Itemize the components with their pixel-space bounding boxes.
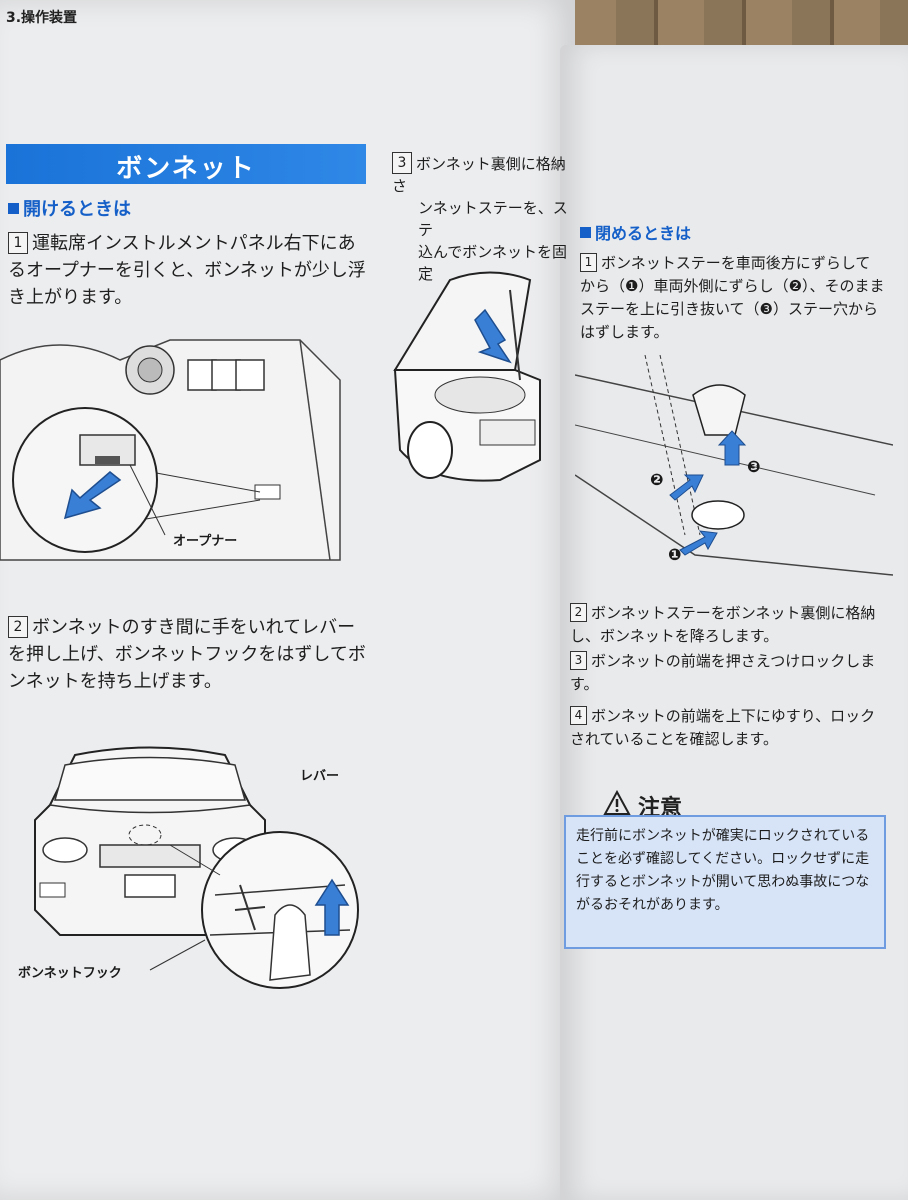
- square-bullet-icon: [8, 203, 19, 214]
- step-text: 運転席インストルメントパネル右下にあるオープナーを引くと、ボンネットが少し浮き上…: [8, 233, 366, 308]
- raised-hood-illustration: [393, 271, 541, 482]
- caution-box: 走行前にボンネットが確実にロックされていることを必ず確認してください。ロックせず…: [564, 815, 886, 949]
- hook-label: ボンネットフック: [18, 966, 122, 981]
- warning-triangle-icon: [603, 790, 631, 815]
- step-number: 2: [8, 616, 28, 638]
- opener-label: オープナー: [173, 534, 238, 549]
- step-text: ボンネットステーをボンネット裏側に格納し、ボンネットを降ろします。: [570, 604, 876, 645]
- open-heading: 開けるときは: [8, 195, 131, 221]
- step-number: 3: [570, 651, 587, 670]
- chapter-header: 3.操作装置: [6, 10, 78, 26]
- right-page: [560, 45, 908, 1200]
- caution-text: 走行前にボンネットが確実にロックされていることを必ず確認してください。ロックせず…: [576, 828, 870, 913]
- step-number: 1: [8, 232, 28, 254]
- square-bullet-icon: [580, 227, 591, 238]
- lever-label: レバー: [300, 769, 340, 784]
- step-text: ボンネットステーを車両後方にずらしてから（❶）車両外側にずらし（❷）、そのままス…: [580, 254, 885, 341]
- step-number: 3: [392, 152, 412, 174]
- step-number: 2: [570, 603, 587, 622]
- step-number: 4: [570, 706, 587, 725]
- step-text: ボンネットのすき間に手をいれてレバーを押し上げ、ボンネットフックをはずしてボンネ…: [8, 617, 366, 692]
- marker-1: ❶: [668, 545, 682, 564]
- step-text: ボンネットの前端を押さえつけロックします。: [570, 652, 876, 693]
- opener-illustration: [0, 339, 341, 561]
- page-title: ボンネット: [116, 154, 256, 184]
- left-page: [0, 0, 575, 1200]
- close-heading: 閉めるときは: [580, 220, 691, 244]
- title-bar: ボンネット: [6, 144, 366, 184]
- step-text: ボンネットの前端を上下にゆすり、ロックされていることを確認します。: [570, 707, 876, 748]
- step-number: 1: [580, 253, 597, 272]
- car-front-illustration: [34, 746, 359, 989]
- stay-removal-illustration: [575, 355, 893, 576]
- marker-3: ❸: [747, 457, 761, 476]
- marker-2: ❷: [650, 470, 664, 489]
